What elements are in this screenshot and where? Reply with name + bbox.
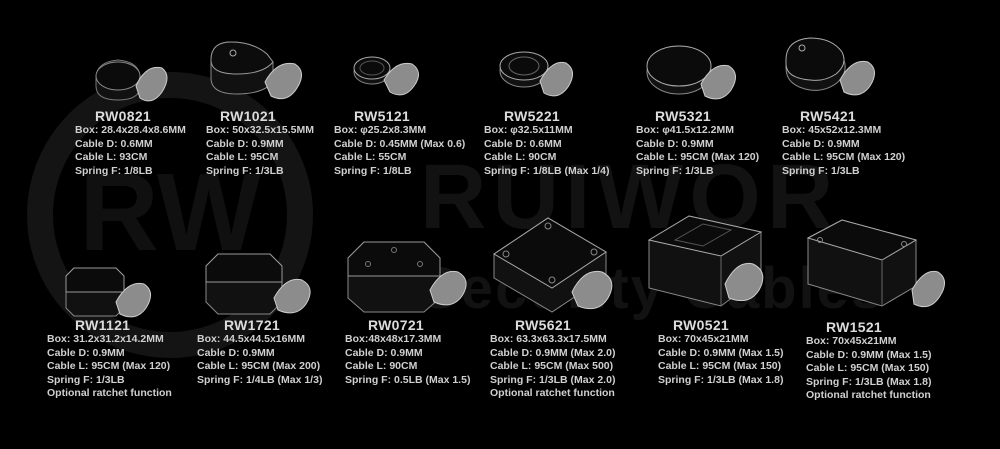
- spec-line: Cable D: 0.9MM: [782, 137, 860, 150]
- watermark-brand: RUIWOR: [420, 146, 839, 248]
- spec-line: Box: φ25.2x8.3MM: [334, 124, 427, 136]
- spec-line: Spring F: 1/3LB: [206, 164, 284, 177]
- spec-line: Spring F: 1/3LB: [636, 164, 714, 177]
- rw1021-product-image: [210, 41, 302, 100]
- spec-line: Cable L: 95CM (Max 120): [636, 151, 760, 164]
- spec-line: Spring F: 1/3LB (Max 1.8): [658, 373, 784, 386]
- spec-line: Cable D: 0.6MM: [75, 137, 153, 150]
- spec-line: Box:48x48x17.3MM: [345, 333, 442, 345]
- spec-line: Box: 28.4x28.4x8.6MM: [75, 124, 186, 136]
- rw1021-specs: Box: 50x32.5x15.5MM Cable D: 0.9MM Cable…: [206, 124, 314, 178]
- spec-line: Box: 50x32.5x15.5MM: [206, 124, 314, 136]
- spec-line: Cable L: 95CM (Max 200): [197, 360, 321, 373]
- spec-line: Cable L: 95CM (Max 120): [47, 360, 171, 373]
- rw5421-specs: Box: 45x52x12.3MM Cable D: 0.9MM Cable L…: [782, 124, 905, 178]
- rw5421-code: RW5421: [800, 108, 857, 124]
- rw0821-code: RW0821: [95, 108, 152, 124]
- rw1121-code: RW1121: [75, 317, 131, 333]
- rw0721-product-image: [347, 241, 467, 313]
- spec-line: Cable D: 0.9MM: [206, 137, 284, 150]
- spec-line: Spring F: 1/3LB (Max 2.0): [490, 373, 616, 386]
- rw5221-specs: Box: φ32.5x11MM Cable D: 0.6MM Cable L: …: [484, 124, 609, 178]
- spec-line: Box: 31.2x31.2x14.2MM: [47, 333, 164, 345]
- rw5121-code: RW5121: [354, 108, 411, 124]
- rw0721-code: RW0721: [368, 317, 425, 333]
- rw5621-specs: Box: 63.3x63.3x17.5MM Cable D: 0.9MM (Ma…: [490, 333, 615, 401]
- rw5321-product-image: [646, 45, 736, 100]
- spec-line: Cable D: 0.9MM (Max 2.0): [490, 346, 616, 359]
- spec-line: Cable L: 95CM (Max 500): [490, 360, 614, 373]
- spec-line: Box: 63.3x63.3x17.5MM: [490, 333, 607, 345]
- spec-line: Spring F: 1/8LB (Max 1/4): [484, 164, 610, 177]
- rw1721-product-image: [205, 253, 311, 315]
- spec-line: Cable D: 0.9MM (Max 1.5): [806, 348, 932, 361]
- spec-line: Box: 70x45x21MM: [658, 333, 749, 345]
- rw1521-specs: Box: 70x45x21MM Cable D: 0.9MM (Max 1.5)…: [806, 335, 931, 403]
- spec-line: Cable L: 95CM: [206, 151, 279, 164]
- spec-line: Optional ratchet function: [806, 389, 931, 402]
- spec-line: Cable D: 0.9MM (Max 1.5): [658, 346, 784, 359]
- rw5621-code: RW5621: [515, 317, 572, 333]
- spec-line: Cable D: 0.6MM: [484, 137, 562, 150]
- spec-line: Spring F: 1/4LB (Max 1/3): [197, 373, 323, 386]
- rw1121-product-image: [65, 267, 151, 318]
- spec-line: Cable D: 0.9MM: [636, 137, 714, 150]
- spec-line: Box: 44.5x44.5x16MM: [197, 333, 305, 345]
- spec-line: Cable L: 93CM: [75, 151, 148, 164]
- rw5621-product-image: [493, 217, 613, 313]
- spec-line: Spring F: 1/3LB (Max 1.8): [806, 375, 932, 388]
- spec-line: Cable L: 95CM (Max 120): [782, 151, 906, 164]
- spec-line: Optional ratchet function: [490, 387, 615, 400]
- rw1121-specs: Box: 31.2x31.2x14.2MM Cable D: 0.9MM Cab…: [47, 333, 172, 401]
- rw1721-code: RW1721: [224, 317, 281, 333]
- rw0821-product-image: [95, 59, 168, 102]
- rw5321-specs: Box: φ41.5x12.2MM Cable D: 0.9MM Cable L…: [636, 124, 759, 178]
- spec-line: Spring F: 1/8LB: [334, 164, 412, 177]
- rw0521-code: RW0521: [673, 317, 730, 333]
- rw1721-specs: Box: 44.5x44.5x16MM Cable D: 0.9MM Cable…: [197, 333, 322, 387]
- rw0521-specs: Box: 70x45x21MM Cable D: 0.9MM (Max 1.5)…: [658, 333, 783, 387]
- spec-line: Cable L: 90CM: [484, 151, 557, 164]
- spec-line: Cable D: 0.9MM: [47, 346, 125, 359]
- spec-line: Box: 45x52x12.3MM: [782, 124, 882, 136]
- spec-line: Spring F: 1/3LB: [47, 373, 125, 386]
- spec-line: Cable L: 90CM: [345, 360, 418, 373]
- spec-line: Box: 70x45x21MM: [806, 335, 897, 347]
- spec-line: Cable L: 55CM: [334, 151, 407, 164]
- rw1021-code: RW1021: [220, 108, 277, 124]
- rw5121-specs: Box: φ25.2x8.3MM Cable D: 0.45MM (Max 0.…: [334, 124, 465, 178]
- spec-line: Cable D: 0.9MM: [345, 346, 423, 359]
- rw1521-code: RW1521: [826, 319, 883, 335]
- rw5221-code: RW5221: [504, 108, 561, 124]
- spec-line: Optional ratchet function: [47, 387, 172, 400]
- spec-line: Cable D: 0.9MM: [197, 346, 275, 359]
- spec-line: Cable L: 95CM (Max 150): [806, 362, 930, 375]
- spec-line: Box: φ32.5x11MM: [484, 124, 573, 136]
- rw0821-specs: Box: 28.4x28.4x8.6MM Cable D: 0.6MM Cabl…: [75, 124, 186, 178]
- spec-line: Spring F: 1/3LB: [782, 164, 860, 177]
- rw5421-product-image: [785, 37, 875, 96]
- spec-line: Cable D: 0.45MM (Max 0.6): [334, 137, 466, 150]
- spec-line: Cable L: 95CM (Max 150): [658, 360, 782, 373]
- rw5121-product-image: [353, 56, 419, 96]
- rw5221-product-image: [499, 51, 573, 97]
- spec-line: Spring F: 0.5LB (Max 1.5): [345, 373, 471, 386]
- spec-line: Box: φ41.5x12.2MM: [636, 124, 734, 136]
- rw0721-specs: Box:48x48x17.3MM Cable D: 0.9MM Cable L:…: [345, 333, 470, 387]
- rw5321-code: RW5321: [655, 108, 712, 124]
- rw1521-product-image: [806, 219, 945, 308]
- spec-line: Spring F: 1/8LB: [75, 164, 153, 177]
- rw0521-product-image: [647, 215, 764, 307]
